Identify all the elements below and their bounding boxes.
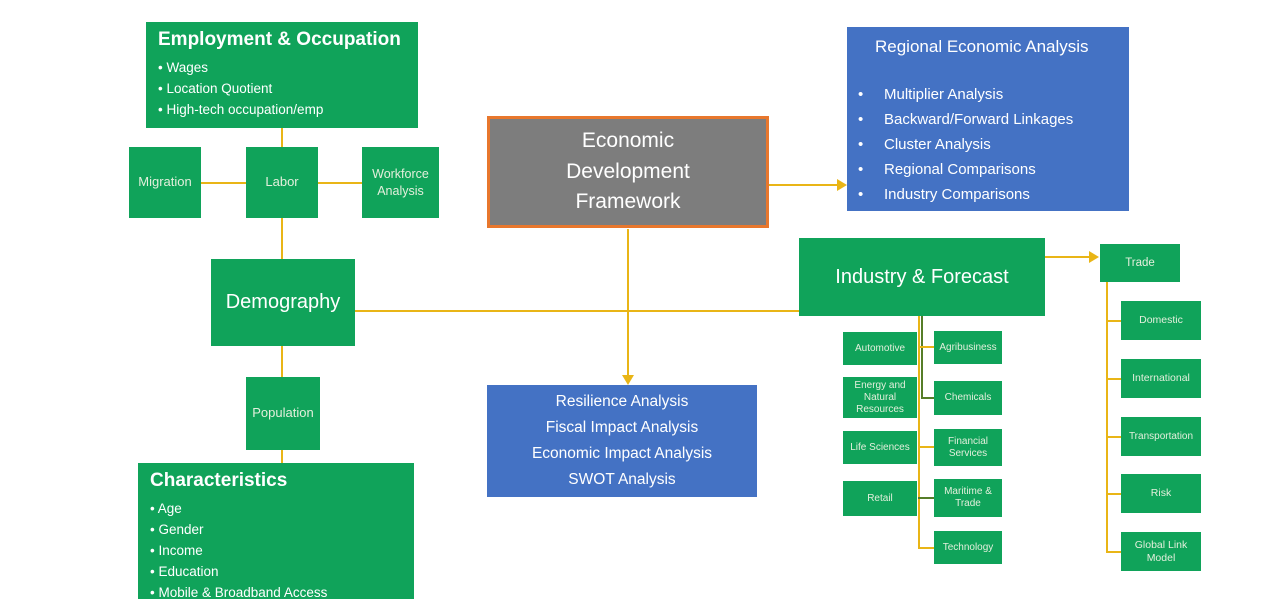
migration-label: Migration: [138, 174, 192, 190]
node-global-link-model: Global Link Model: [1121, 532, 1201, 571]
node-workforce-analysis: Workforce Analysis: [362, 147, 439, 218]
connector-labor-demography: [281, 218, 283, 259]
connector-stub-maritime: [918, 497, 934, 499]
resilience-lines: Resilience Analysis Fiscal Impact Analys…: [531, 393, 713, 488]
connector-stub-chemicals: [921, 397, 934, 399]
bullet-item: Income: [150, 540, 402, 561]
arrowhead-resilience-icon: [622, 375, 634, 385]
employment-title: Employment & Occupation: [158, 29, 401, 50]
connector-stub-global-link: [1106, 551, 1121, 553]
connector-stub-transportation: [1106, 436, 1121, 438]
connector-stub-technology: [918, 547, 934, 549]
connector-labor-workforce: [318, 182, 362, 184]
connector-framework-resilience: [627, 229, 629, 375]
node-economic-development-framework: Economic Development Framework: [487, 116, 769, 228]
bullet-item: Backward/Forward Linkages: [847, 107, 1129, 132]
bullet-item: Industry Comparisons: [847, 182, 1129, 207]
node-energy-natural-resources: Energy and Natural Resources: [843, 377, 917, 418]
node-industry-forecast: Industry & Forecast: [799, 238, 1045, 316]
bullet-item: Multiplier Analysis: [847, 82, 1129, 107]
node-technology: Technology: [934, 531, 1002, 564]
node-migration: Migration: [129, 147, 201, 218]
node-trade: Trade: [1100, 244, 1180, 282]
connector-stub-agribusiness: [918, 346, 934, 348]
bullet-item: Education: [150, 561, 402, 582]
connector-industry-branch-dark: [921, 316, 923, 398]
bullet-item: Cluster Analysis: [847, 132, 1129, 157]
connector-framework-regional: [769, 184, 837, 186]
node-demography: Demography: [211, 259, 355, 346]
regional-title: Regional Economic Analysis: [875, 37, 1089, 56]
workforce-label: Workforce Analysis: [372, 167, 429, 198]
connector-demography-industry: [355, 310, 799, 312]
connector-stub-domestic: [1106, 320, 1121, 322]
bullet-item: Age: [150, 498, 402, 519]
connector-trade-branch: [1106, 282, 1108, 553]
bullet-item: Regional Comparisons: [847, 157, 1129, 182]
arrowhead-trade-icon: [1089, 251, 1099, 263]
connector-stub-risk: [1106, 493, 1121, 495]
node-automotive: Automotive: [843, 332, 917, 365]
arrowhead-regional-icon: [837, 179, 847, 191]
node-international: International: [1121, 359, 1201, 398]
population-label: Population: [252, 405, 314, 421]
connector-stub-financial: [918, 446, 934, 448]
framework-label: Economic Development Framework: [566, 129, 690, 214]
bullet-item: Gender: [150, 519, 402, 540]
trade-label: Trade: [1125, 257, 1155, 269]
connector-industry-branch: [918, 316, 920, 549]
characteristics-bullet-list: Age Gender Income Education Mobile & Bro…: [150, 498, 402, 603]
node-life-sciences: Life Sciences: [843, 431, 917, 464]
node-agribusiness: Agribusiness: [934, 331, 1002, 364]
connector-stub-international: [1106, 378, 1121, 380]
node-resilience-analyses: Resilience Analysis Fiscal Impact Analys…: [487, 385, 757, 497]
bullet-item: Mobile & Broadband Access: [150, 582, 402, 603]
regional-bullet-list: Multiplier Analysis Backward/Forward Lin…: [847, 82, 1129, 207]
bullet-item: Wages: [158, 57, 406, 78]
node-domestic: Domestic: [1121, 301, 1201, 340]
node-financial-services: Financial Services: [934, 429, 1002, 466]
node-transportation: Transportation: [1121, 417, 1201, 456]
node-characteristics: Characteristics Age Gender Income Educat…: [138, 463, 414, 600]
node-risk: Risk: [1121, 474, 1201, 513]
demography-label: Demography: [225, 291, 341, 313]
node-retail: Retail: [843, 481, 917, 516]
connector-industry-trade: [1045, 256, 1089, 258]
connector-migration-labor: [201, 182, 246, 184]
node-employment-occupation: Employment & Occupation Wages Location Q…: [146, 22, 418, 128]
bullet-item: High-tech occupation/emp: [158, 99, 406, 120]
connector-demography-population: [281, 346, 283, 377]
bullet-item: Location Quotient: [158, 78, 406, 99]
node-chemicals: Chemicals: [934, 381, 1002, 415]
employment-bullet-list: Wages Location Quotient High-tech occupa…: [158, 57, 406, 120]
node-population: Population: [246, 377, 320, 450]
node-maritime-trade: Maritime & Trade: [934, 479, 1002, 517]
industry-forecast-label: Industry & Forecast: [835, 265, 1009, 288]
characteristics-title: Characteristics: [150, 470, 288, 491]
labor-label: Labor: [265, 174, 299, 190]
node-regional-economic-analysis: Regional Economic Analysis Multiplier An…: [847, 27, 1129, 211]
connector-employment-labor: [281, 128, 283, 147]
connector-population-characteristics: [281, 450, 283, 463]
node-labor: Labor: [246, 147, 318, 218]
